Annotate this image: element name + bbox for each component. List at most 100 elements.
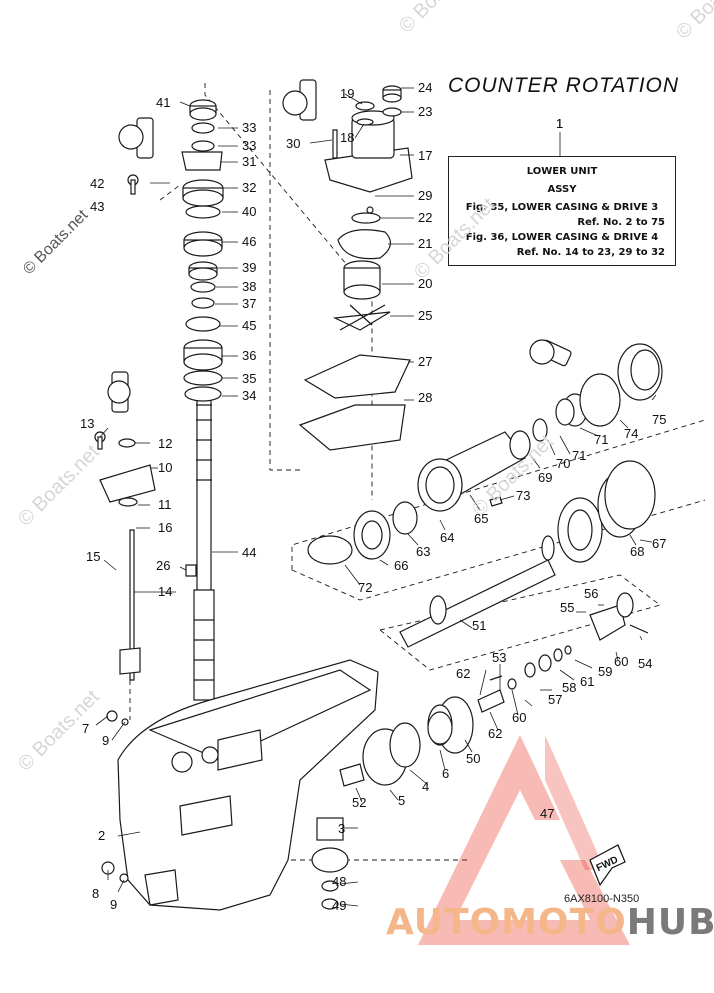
callout-71: 71 (594, 432, 608, 447)
callout-73: 73 (516, 488, 530, 503)
callout-63: 63 (416, 544, 430, 559)
callout-17: 17 (418, 148, 432, 163)
info-line-3: Fig. 35, LOWER CASING & DRIVE 3 (465, 202, 659, 213)
callout-12: 12 (158, 436, 172, 451)
callout-21: 21 (418, 236, 432, 251)
callout-67: 67 (652, 536, 666, 551)
callout-70: 70 (556, 456, 570, 471)
callout-36: 36 (242, 348, 256, 363)
callout-56: 56 (584, 586, 598, 601)
brand-wordmark: AUTOMOTOHUB (386, 902, 714, 943)
callout-59: 59 (598, 664, 612, 679)
callout-6: 6 (442, 766, 449, 781)
callout-75: 75 (652, 412, 666, 427)
callout-4: 4 (422, 779, 429, 794)
callout-50: 50 (466, 751, 480, 766)
callout-65: 65 (474, 511, 488, 526)
callout-62: 62 (488, 726, 502, 741)
callout-72: 72 (358, 580, 372, 595)
callout-16: 16 (158, 520, 172, 535)
brand-part-a: AUTOMOTO (386, 902, 627, 943)
callout-31: 31 (242, 154, 256, 169)
bearing-housing-65 (307, 430, 531, 841)
assembly-info-box: LOWER UNIT ASSY Fig. 35, LOWER CASING & … (448, 156, 676, 266)
callout-7: 7 (82, 721, 89, 736)
drawing-code: 6AX8100-N350 (564, 893, 640, 905)
brand-part-b: HUB (626, 902, 714, 943)
callout-8: 8 (92, 886, 99, 901)
callout-14: 14 (158, 584, 172, 599)
propeller-shaft-51 (399, 535, 556, 648)
callout-1: 1 (556, 116, 563, 131)
info-line-2: ASSY (547, 184, 577, 195)
callout-74: 74 (624, 426, 638, 441)
callout-22: 22 (418, 210, 432, 225)
callout-60: 60 (512, 710, 526, 725)
grease-symbol-tags (107, 79, 572, 413)
callout-52: 52 (352, 795, 366, 810)
callout-20: 20 (418, 276, 432, 291)
callout-38: 38 (242, 279, 256, 294)
fwd-arrow: FWD (589, 844, 626, 887)
callout-61: 61 (580, 674, 594, 689)
callout-33: 33 (242, 138, 256, 153)
shaft-bearing-stack (181, 99, 224, 402)
callout-9: 9 (102, 733, 109, 748)
info-line-4: Ref. No. 2 to 75 (577, 217, 665, 228)
callout-62: 62 (456, 666, 470, 681)
callout-28: 28 (418, 390, 432, 405)
small-parts (94, 174, 649, 883)
callout-11: 11 (158, 497, 172, 512)
callout-15: 15 (86, 549, 100, 564)
callout-30: 30 (286, 136, 300, 151)
callout-10: 10 (158, 460, 172, 475)
callout-2: 2 (98, 828, 105, 843)
diagram-title: COUNTER ROTATION (448, 74, 680, 97)
callout-39: 39 (242, 260, 256, 275)
callout-68: 68 (630, 544, 644, 559)
brand-triangle-logo (418, 735, 630, 945)
callout-35: 35 (242, 371, 256, 386)
leader-lines (95, 87, 657, 907)
callout-33: 33 (242, 120, 256, 135)
callout-42: 42 (90, 176, 104, 191)
callout-49: 49 (332, 898, 346, 913)
callout-37: 37 (242, 296, 256, 311)
callout-60: 60 (614, 654, 628, 669)
water-pump-assembly (298, 85, 413, 451)
callout-3: 3 (338, 821, 345, 836)
callout-43: 43 (90, 199, 104, 214)
callout-57: 57 (548, 692, 562, 707)
callout-40: 40 (242, 204, 256, 219)
callout-46: 46 (242, 234, 256, 249)
callout-44: 44 (242, 545, 256, 560)
callout-69: 69 (538, 470, 552, 485)
right-side-rings (532, 343, 663, 538)
callout-51: 51 (472, 618, 486, 633)
callout-23: 23 (418, 104, 432, 119)
callout-66: 66 (394, 558, 408, 573)
callout-26: 26 (156, 558, 170, 573)
info-line-6: Ref. No. 14 to 23, 29 to 32 (516, 247, 665, 258)
callout-48: 48 (332, 874, 346, 889)
callout-24: 24 (418, 80, 432, 95)
callout-34: 34 (242, 388, 256, 403)
callout-13: 13 (80, 416, 94, 431)
callout-9: 9 (110, 897, 117, 912)
callout-27: 27 (418, 354, 432, 369)
callout-numbers: 4133333142433240463938374536353413121011… (80, 80, 666, 913)
callout-41: 41 (156, 95, 170, 110)
callout-71: 71 (572, 448, 586, 463)
callout-47: 47 (540, 806, 554, 821)
callout-25: 25 (418, 308, 432, 323)
callout-53: 53 (492, 650, 506, 665)
drive-shaft-44 (193, 397, 215, 701)
callout-29: 29 (418, 188, 432, 203)
lower-casing-2 (117, 659, 379, 911)
info-line-1: LOWER UNIT (526, 166, 598, 177)
callout-18: 18 (340, 130, 354, 145)
callout-19: 19 (340, 86, 354, 101)
callout-54: 54 (638, 656, 652, 671)
